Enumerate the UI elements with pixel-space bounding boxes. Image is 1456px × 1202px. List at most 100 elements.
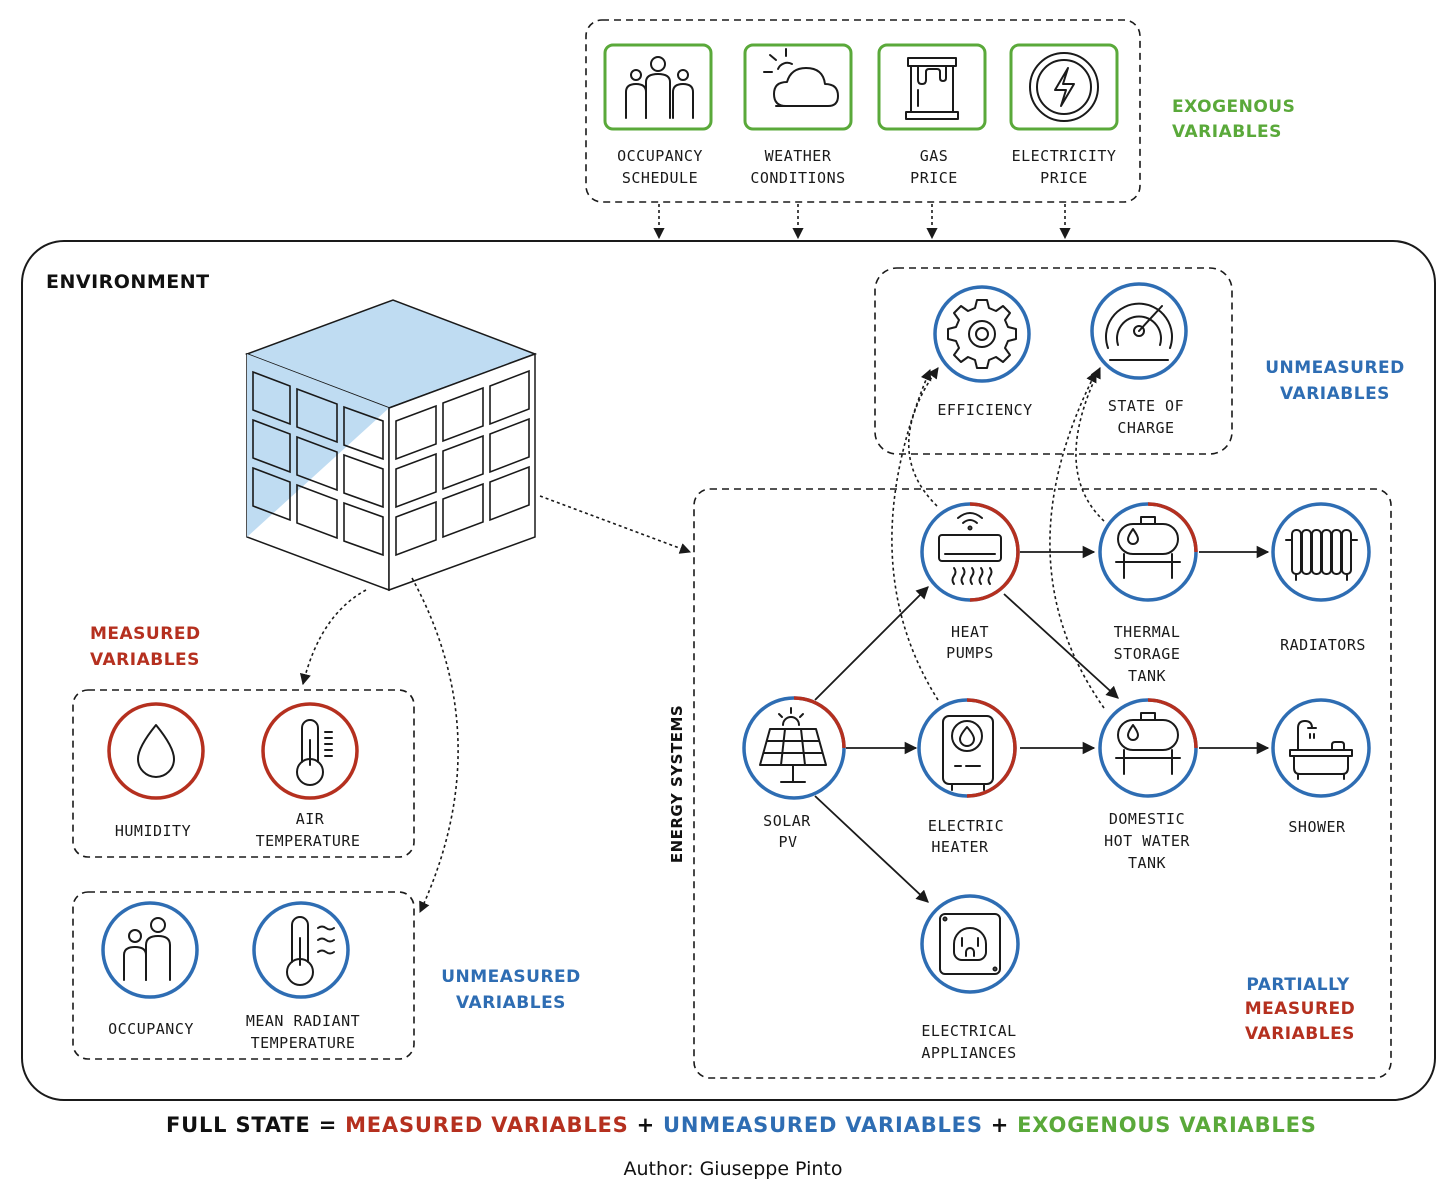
exogenous-arrows xyxy=(653,204,1071,240)
energy-flow-arrows xyxy=(814,366,1270,903)
label-gas-1: GAS xyxy=(920,147,949,165)
electric-heater-node: ELECTRIC HEATER xyxy=(917,698,1017,856)
occupancy-schedule-card: OCCUPANCY SCHEDULE xyxy=(603,43,713,187)
eq-exogenous: EXOGENOUS VARIABLES xyxy=(1017,1113,1317,1137)
measured-heading-1: MEASURED xyxy=(90,624,201,644)
label-dhw-1: DOMESTIC xyxy=(1109,810,1185,828)
domestic-hot-water-tank-node: DOMESTIC HOT WATER TANK xyxy=(1098,698,1198,872)
label-heat-pumps-1: HEAT xyxy=(951,623,989,641)
label-appliances-1: ELECTRICAL xyxy=(921,1022,1016,1040)
cube-to-energy-arrow xyxy=(539,495,692,554)
label-soc-1: STATE OF xyxy=(1108,397,1184,415)
eq-full-state: FULL STATE = xyxy=(166,1113,337,1137)
label-solar-2: PV xyxy=(778,833,797,851)
thermal-storage-tank-node: THERMAL STORAGE TANK xyxy=(1098,502,1198,685)
efficiency-node: EFFICIENCY xyxy=(933,285,1032,419)
air-conditioner-icon xyxy=(938,512,1002,585)
partially-heading: PARTIALLY xyxy=(1246,975,1349,995)
unmeasured-env-box xyxy=(72,891,415,1060)
unmeasured-sys-heading-2: VARIABLES xyxy=(1280,384,1390,404)
label-mrt-1: MEAN RADIANT xyxy=(246,1012,360,1030)
occupants-icon xyxy=(123,917,171,981)
partially-measured-heading-2: VARIABLES xyxy=(1245,1024,1355,1044)
label-thermal-3: TANK xyxy=(1128,667,1166,685)
label-gas-2: PRICE xyxy=(910,169,958,187)
measured-heading-2: VARIABLES xyxy=(90,650,200,670)
unmeasured-sys-box xyxy=(874,267,1233,455)
storage-tank-icon xyxy=(1115,516,1181,579)
weather-card: WEATHER CONDITIONS xyxy=(743,43,853,187)
electrical-appliances-node: ELECTRICAL APPLIANCES xyxy=(920,894,1020,1062)
eq-plus-1: + xyxy=(637,1113,655,1137)
bathtub-icon xyxy=(1289,720,1353,780)
environment-frame xyxy=(21,240,1436,1101)
label-weather-1: WEATHER xyxy=(765,147,832,165)
label-weather-2: CONDITIONS xyxy=(750,169,845,187)
energy-systems-title: ENERGY SYSTEMS xyxy=(668,705,686,863)
state-of-charge-node: STATE OF CHARGE xyxy=(1090,282,1188,437)
label-thermal-1: THERMAL xyxy=(1114,623,1181,641)
label-heat-pumps-2: PUMPS xyxy=(946,644,994,662)
heat-pumps-node: HEAT PUMPS xyxy=(920,502,1020,662)
cube-to-measured-arrow xyxy=(299,589,367,686)
thermometer-icon xyxy=(296,719,333,786)
building-cube xyxy=(244,299,538,592)
label-soc-2: CHARGE xyxy=(1117,419,1174,437)
label-electricity-2: PRICE xyxy=(1040,169,1088,187)
environment-title: ENVIRONMENT xyxy=(46,271,210,293)
label-appliances-2: APPLIANCES xyxy=(921,1044,1016,1062)
weather-icon xyxy=(763,48,839,107)
radiators-node: RADIATORS xyxy=(1271,502,1371,654)
label-air-1: AIR xyxy=(296,810,325,828)
label-mrt-2: TEMPERATURE xyxy=(251,1034,356,1052)
gas-can-icon xyxy=(905,57,959,120)
gas-price-card: GAS PRICE xyxy=(877,43,987,187)
water-heater-icon xyxy=(942,715,994,791)
radiator-icon xyxy=(1285,529,1358,581)
occupancy-node: OCCUPANCY xyxy=(101,901,199,1038)
unmeasured-env-heading-2: VARIABLES xyxy=(456,993,566,1013)
solar-panel-icon xyxy=(759,707,827,783)
cube-to-unmeasured-arrow xyxy=(411,577,459,914)
label-efficiency: EFFICIENCY xyxy=(937,401,1032,419)
label-radiators: RADIATORS xyxy=(1280,636,1366,654)
label-electricity-1: ELECTRICITY xyxy=(1012,147,1117,165)
label-thermal-2: STORAGE xyxy=(1114,645,1181,663)
mean-radiant-temperature-node: MEAN RADIANT TEMPERATURE xyxy=(246,901,360,1052)
full-state-equation: FULL STATE = MEASURED VARIABLES + UNMEASURE… xyxy=(166,1113,1317,1137)
eq-measured: MEASURED VARIABLES xyxy=(345,1113,629,1137)
exogenous-group: OCCUPANCY SCHEDULE WEATHER CONDITIONS GA… xyxy=(585,19,1295,240)
label-shower: SHOWER xyxy=(1288,818,1346,836)
hot-water-tank-icon xyxy=(1115,712,1181,775)
air-temperature-node: AIR TEMPERATURE xyxy=(256,702,361,850)
label-occupancy-schedule-1: OCCUPANCY xyxy=(617,147,703,165)
unmeasured-env-heading-1: UNMEASURED xyxy=(441,967,581,987)
gear-icon xyxy=(947,299,1017,369)
electricity-icon xyxy=(1029,52,1099,122)
unmeasured-sys-heading-1: UNMEASURED xyxy=(1265,358,1405,378)
author-credit: Author: Giuseppe Pinto xyxy=(624,1158,843,1180)
label-occupancy-schedule-2: SCHEDULE xyxy=(622,169,698,187)
solar-pv-node: SOLAR PV xyxy=(742,696,846,851)
humidity-node: HUMIDITY xyxy=(107,702,205,840)
label-solar-1: SOLAR xyxy=(763,812,811,830)
occupancy-schedule-icon xyxy=(625,56,694,119)
partially-measured-heading-1: MEASURED xyxy=(1245,999,1356,1019)
radiant-thermometer-icon xyxy=(286,916,335,986)
power-outlet-icon xyxy=(939,913,1001,975)
label-dhw-3: TANK xyxy=(1128,854,1166,872)
electricity-price-card: ELECTRICITY PRICE xyxy=(1009,43,1119,187)
exogenous-heading-2: VARIABLES xyxy=(1172,122,1282,142)
gauge-icon xyxy=(1105,302,1173,361)
measured-box xyxy=(72,689,415,858)
label-occupancy: OCCUPANCY xyxy=(108,1020,194,1038)
exogenous-heading-1: EXOGENOUS xyxy=(1172,97,1295,117)
droplet-icon xyxy=(137,724,175,778)
eq-plus-2: + xyxy=(991,1113,1009,1137)
eq-unmeasured: UNMEASURED VARIABLES xyxy=(663,1113,983,1137)
shower-node: SHOWER xyxy=(1271,698,1371,836)
label-air-2: TEMPERATURE xyxy=(256,832,361,850)
label-heater-2: HEATER xyxy=(931,838,989,856)
label-dhw-2: HOT WATER xyxy=(1104,832,1190,850)
